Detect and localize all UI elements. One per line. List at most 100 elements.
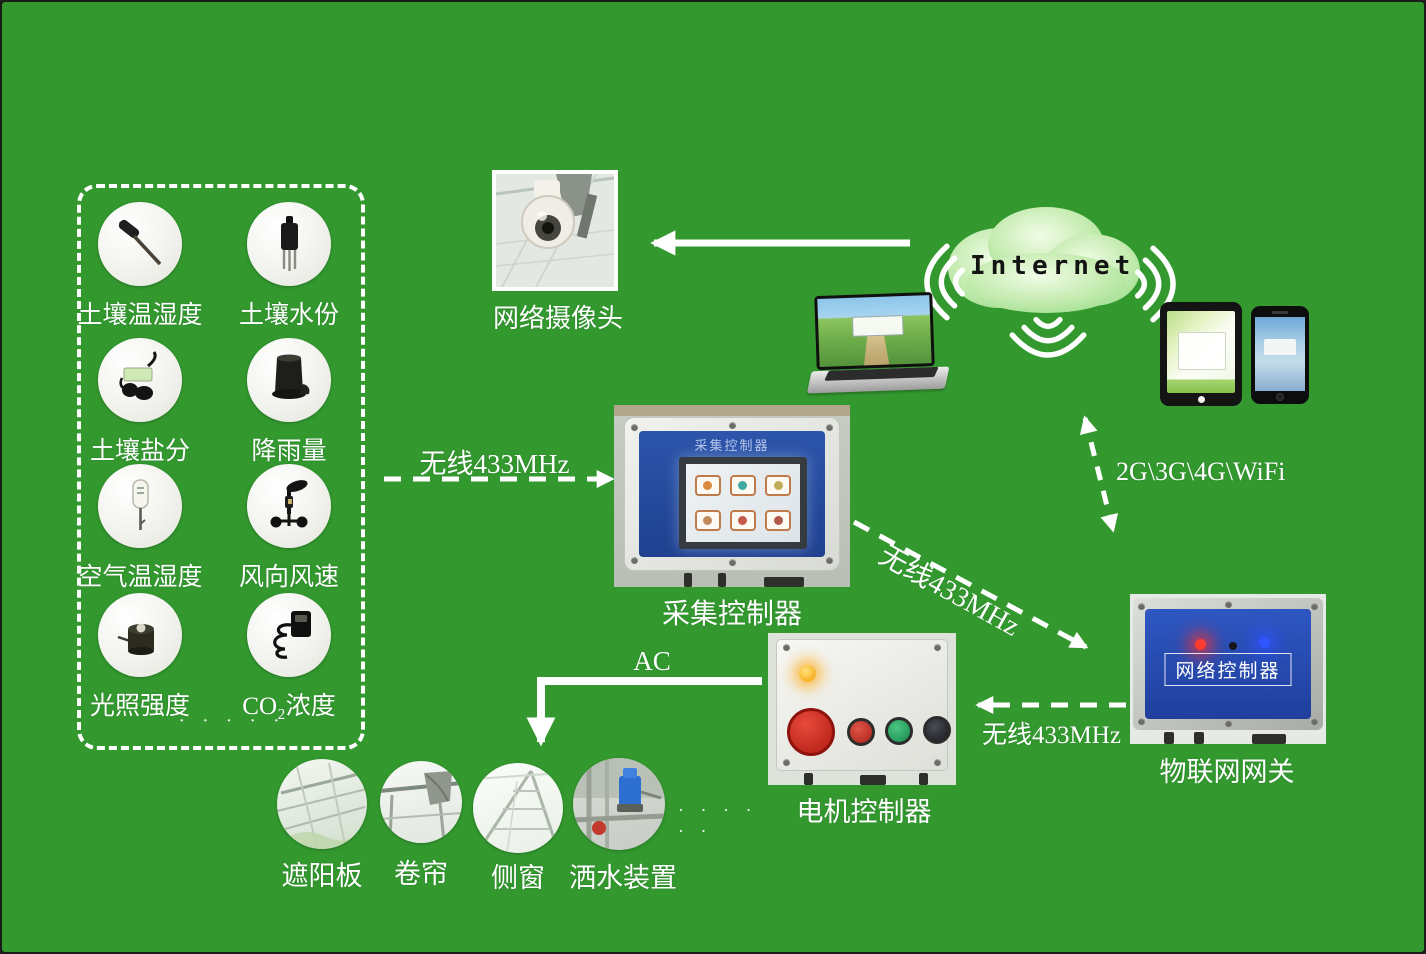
- sensor-label: 光照强度: [89, 693, 190, 720]
- gateway-face: 网络控制器: [1145, 609, 1311, 719]
- actuator-label: 洒水装置: [569, 863, 677, 893]
- sensor-more-dots: · · · · ·: [178, 710, 286, 732]
- cable-stub: [684, 573, 692, 587]
- laptop-base: [806, 366, 950, 394]
- actuator-shade-board: [277, 759, 367, 849]
- green-button: [885, 717, 913, 745]
- gateway-motor-link-label: 无线433MHz: [982, 722, 1121, 749]
- soil-temp-humidity-probe-icon: [118, 219, 162, 266]
- sprinkler-device-icon: [573, 758, 665, 850]
- sensor-label: 风向风速: [238, 564, 339, 591]
- temperature-app-icon: [694, 475, 721, 496]
- wifi-arcs-bottom-icon: [1009, 316, 1087, 358]
- sensor-label: 降雨量: [251, 438, 327, 465]
- network-camera-photo: [492, 170, 618, 291]
- soil-salinity-sensor-icon: [119, 351, 157, 400]
- amber-indicator-led-icon: [799, 665, 816, 682]
- wind-sensor-icon: [270, 480, 308, 528]
- cable-stub: [860, 775, 886, 785]
- antenna-button-icon: [1229, 642, 1237, 650]
- phone-speaker: [1272, 311, 1288, 314]
- actuator-label: 遮阳板: [281, 861, 363, 891]
- screw-icon: [1225, 601, 1232, 608]
- laptop-screen: [814, 292, 935, 371]
- actuator-side-window: [473, 763, 563, 853]
- collector-enclosure: 采集控制器: [624, 417, 840, 571]
- internet-label: Internet: [970, 251, 1136, 281]
- laptop-wallpaper: [817, 295, 932, 368]
- screw-icon: [934, 644, 941, 651]
- tablet-login-form: [1177, 332, 1227, 371]
- camera-label: 网络摄像头: [492, 304, 623, 333]
- internet-cloud-shape: [948, 207, 1140, 313]
- phone-screen: [1255, 317, 1305, 391]
- screw-icon: [826, 557, 833, 564]
- touchscreen-homepage: [686, 464, 800, 542]
- roller-curtain-icon: [380, 771, 462, 842]
- ac-power-link-label: AC: [633, 646, 671, 676]
- screw-icon: [729, 559, 736, 566]
- screw-icon: [1311, 603, 1318, 610]
- sensor-label: 土壤盐分: [89, 438, 190, 465]
- actuator-label: 侧窗: [491, 863, 545, 893]
- sensor-item: [247, 464, 331, 548]
- black-button: [923, 716, 951, 744]
- sensor-label: CO₂浓度: [242, 693, 336, 720]
- sensor-label: 土壤温湿度: [77, 302, 203, 329]
- phone-dialog: [1264, 339, 1296, 356]
- motor-controller-photo: [768, 633, 956, 785]
- screw-icon: [1311, 718, 1318, 725]
- collector-touchscreen: [679, 457, 807, 549]
- settings-app-icon: [765, 510, 792, 531]
- sensor-item: [247, 338, 331, 422]
- arrow-motor-to-actuators: [526, 677, 762, 747]
- gateway-label: 物联网网关: [1159, 757, 1295, 787]
- screw-icon: [783, 644, 790, 651]
- cable-stub: [1194, 732, 1204, 744]
- collector-label: 采集控制器: [661, 599, 802, 630]
- arrow-cloud-gateway-bidirectional: [1079, 415, 1119, 533]
- motor-label: 电机控制器: [796, 797, 932, 827]
- cable-stub: [718, 573, 726, 587]
- monitor-app-icon: [729, 510, 756, 531]
- screw-icon: [1225, 720, 1232, 727]
- laptop: [806, 292, 950, 401]
- screw-icon: [1138, 718, 1145, 725]
- screw-icon: [729, 422, 736, 429]
- cable-stub: [804, 773, 813, 785]
- blue-led-icon: [1259, 637, 1270, 648]
- tablet: [1160, 302, 1242, 406]
- cable-stub: [1164, 732, 1174, 744]
- screw-icon: [934, 759, 941, 766]
- dome-camera-icon: [496, 174, 614, 287]
- tablet-screen: [1167, 311, 1235, 393]
- sensors-collector-link-label: 无线433MHz: [419, 449, 570, 479]
- cable-stub: [1252, 734, 1286, 744]
- actuator-more-dots: · · · · · ·: [678, 800, 758, 841]
- tablet-home-button: [1198, 396, 1205, 403]
- sensor-item: [98, 202, 182, 286]
- red-button: [847, 718, 875, 746]
- gateway-device-label: 网络控制器: [1164, 653, 1292, 686]
- cable-stub: [764, 577, 804, 587]
- collector-screen-title: 采集控制器: [694, 438, 770, 453]
- air-temp-humidity-sensor-icon: [132, 479, 149, 530]
- soil-moisture-sensor-icon: [281, 216, 298, 271]
- smartphone: [1251, 306, 1309, 404]
- screw-icon: [783, 759, 790, 766]
- side-window-icon: [473, 770, 563, 853]
- iot-gateway-photo: 网络控制器: [1130, 594, 1326, 744]
- sensor-item: [247, 202, 331, 286]
- actuator-sprinkler: [573, 758, 665, 850]
- sensor-item: [247, 593, 331, 677]
- emergency-stop-button: [787, 708, 835, 756]
- light-intensity-sensor-icon: [117, 623, 154, 655]
- motor-enclosure: [776, 639, 951, 771]
- light-app-icon: [765, 475, 792, 496]
- actuator-label: 卷帘: [394, 859, 448, 889]
- sensor-item: [98, 464, 182, 548]
- field-path: [863, 332, 891, 368]
- gateway-frame: 网络控制器: [1133, 598, 1323, 730]
- collector-panel: 采集控制器: [639, 431, 825, 557]
